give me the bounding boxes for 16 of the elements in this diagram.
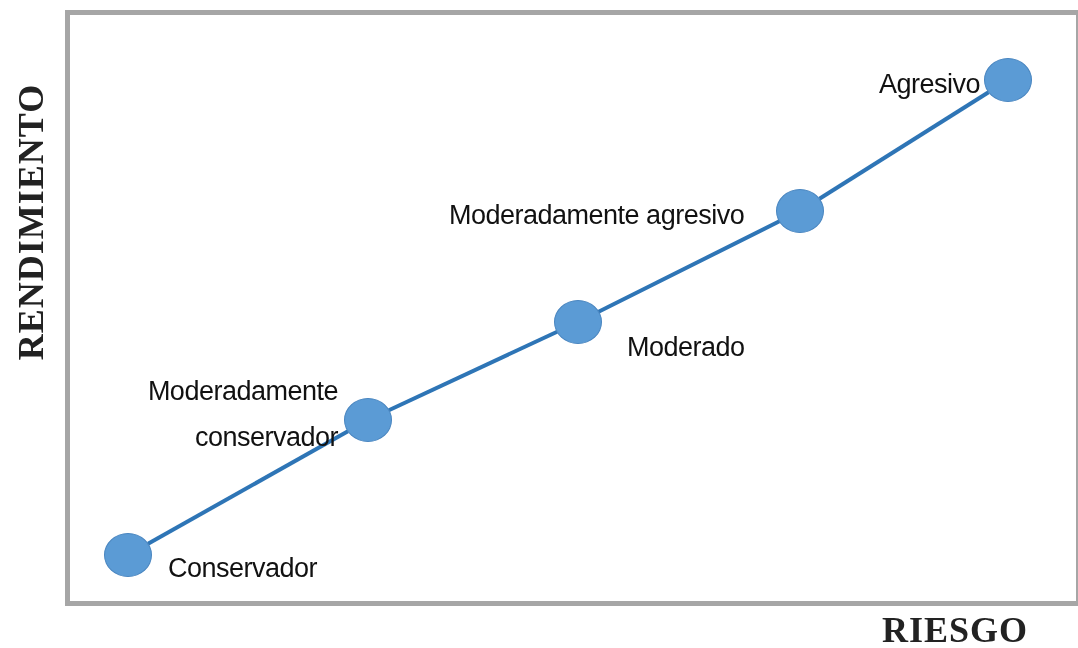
point-label: Moderadamente conservador: [146, 375, 338, 454]
point-marker: [776, 189, 824, 233]
trend-line: [147, 429, 349, 546]
trend-line: [597, 219, 781, 314]
trend-line: [388, 329, 558, 413]
point-marker: [984, 58, 1032, 102]
point-label: Moderadamente agresivo: [449, 199, 745, 232]
point-marker: [104, 533, 152, 577]
axis-title: RIESGO: [882, 609, 1029, 648]
point-label: Conservador: [168, 552, 318, 585]
point-marker: [554, 300, 602, 344]
axis-title: RENDIMIENTO: [10, 83, 53, 361]
point-label: Agresivo: [879, 68, 981, 101]
point-label: Moderado: [627, 331, 745, 364]
trend-line: [818, 90, 990, 201]
point-marker: [344, 398, 392, 442]
